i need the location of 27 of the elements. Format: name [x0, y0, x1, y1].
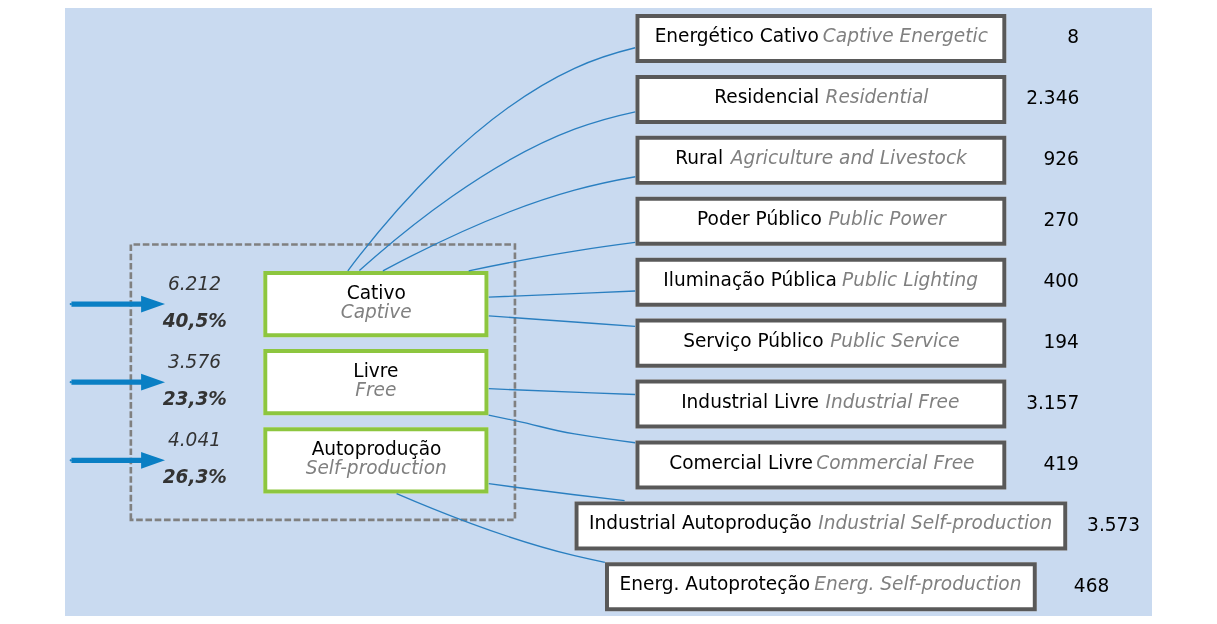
connector	[487, 414, 636, 444]
node-label: 8	[1067, 26, 1080, 48]
connector	[347, 47, 636, 272]
connector	[468, 241, 636, 272]
node-label: 23,3%	[162, 387, 227, 409]
node-label: 270	[1043, 209, 1079, 231]
connector	[488, 388, 636, 396]
node-label: 419	[1043, 452, 1079, 474]
cluster	[129, 243, 517, 522]
node-label: 926	[1043, 148, 1079, 170]
connector	[358, 111, 636, 272]
node-label: 468	[1073, 574, 1110, 596]
node-label: 400	[1043, 270, 1079, 292]
connector	[488, 483, 626, 502]
node-label: 2.346	[1026, 87, 1080, 109]
node-label: 3.573	[1087, 513, 1141, 535]
node-label: 26,3%	[162, 466, 227, 488]
connector	[382, 176, 636, 272]
connector	[488, 290, 636, 298]
node-label: 40,5%	[162, 309, 227, 331]
node-label: 3.157	[1026, 391, 1080, 413]
node-label: 6.212	[167, 272, 221, 294]
connector	[395, 492, 606, 563]
node-label: 4.041	[167, 429, 221, 451]
connector	[488, 315, 636, 328]
node-label: 194	[1043, 331, 1079, 353]
node-label: 3.576	[167, 350, 221, 372]
